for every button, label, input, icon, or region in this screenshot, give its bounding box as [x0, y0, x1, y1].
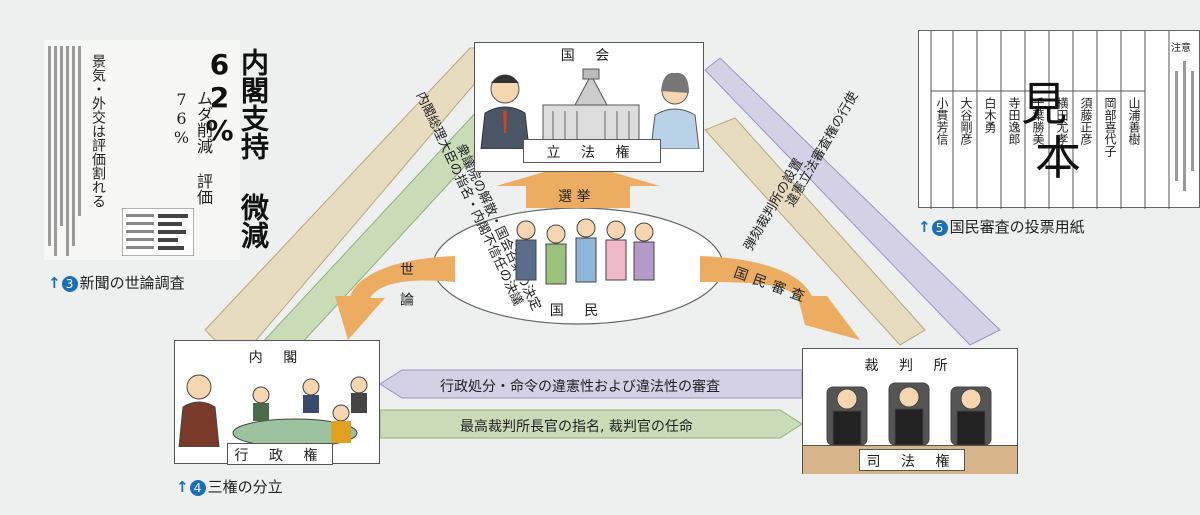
ballot-judge-name: 横田尤孝	[1055, 97, 1069, 145]
ballot-grid	[930, 31, 1194, 209]
ballot-sample-mark-2: 本	[1035, 131, 1081, 185]
newspaper-clipping: 景気・外交は評価割れる ムダ削減 評価76% 内閣支持 微減62%	[44, 40, 270, 260]
figure-number-badge: 3	[61, 276, 78, 292]
executive-box: 内 閣 行 政 権	[174, 340, 380, 465]
people-label: 国 民	[549, 303, 607, 319]
ballot-sample-mark-1: 見	[1021, 77, 1067, 131]
label-public-opinion: 世 論	[398, 262, 414, 306]
arrow-diet-to-court	[704, 117, 926, 346]
arrow-cabinet-to-court	[379, 409, 803, 439]
legislature-label: 立 法 権	[546, 145, 638, 161]
legislature-header: 国 会	[560, 48, 618, 64]
diagram-caption-text: 三権の分立	[207, 478, 283, 496]
ballot-judge-name: 寺田逸郎	[1007, 97, 1021, 145]
newspaper-column-text: 景気・外交は評価割れる	[90, 54, 106, 208]
executive-label: 行 政 権	[234, 448, 326, 464]
ballot-judge-name: 岡部喜代子	[1103, 97, 1117, 157]
up-arrow-icon: ↑	[918, 218, 931, 236]
ballot-notice: 注意	[1171, 43, 1191, 54]
cabinet-meeting-illustration	[178, 374, 368, 447]
judiciary-header: 裁 判 所	[864, 358, 956, 374]
executive-header: 内 閣	[248, 350, 306, 366]
diet-building-illustration	[480, 68, 700, 149]
judges-illustration	[826, 382, 992, 446]
judiciary-label-plate: 司 法 権	[859, 449, 965, 471]
people-illustration	[515, 218, 655, 285]
up-arrow-icon: ↑	[48, 274, 61, 292]
figure-number-badge: 4	[189, 480, 206, 496]
label-cabinet-to-court: 最高裁判所長官の指名, 裁判官の任命	[460, 419, 693, 435]
judiciary-box: 裁 判 所 司 法 権	[802, 348, 1018, 474]
arrow-national-review	[700, 256, 860, 340]
ballot-judge-name: 小貫芳信	[935, 97, 949, 145]
executive-label-plate: 行 政 権	[227, 443, 333, 465]
judiciary-label: 司 法 権	[866, 454, 958, 470]
figure-number-badge: 5	[931, 220, 948, 236]
arrow-public-opinion	[335, 256, 455, 340]
ballot-judge-name: 須藤正彦	[1079, 97, 1093, 145]
arrow-election	[496, 162, 660, 208]
arrow-court-to-diet	[704, 57, 1001, 346]
up-arrow-icon: ↑	[176, 478, 189, 496]
ballot-judge-name: 山浦善樹	[1127, 97, 1141, 145]
ballot-judge-name: 白木勇	[983, 97, 997, 133]
newspaper-caption-text: 新聞の世論調査	[79, 274, 185, 292]
label-election: 選 挙	[558, 189, 591, 205]
ballot-paper: 小貫芳信 大谷剛彦 白木勇 寺田逸郎 千葉勝美 横田尤孝 須藤正彦 岡部喜代子 …	[918, 30, 1200, 209]
legislature-label-plate: 立 法 権	[523, 139, 661, 163]
newspaper-text-lines	[48, 46, 81, 256]
newspaper-headline: 内閣支持 微減62%	[203, 48, 270, 249]
label-court-to-cabinet: 行政処分・命令の違憲性および違法性の審査	[440, 379, 720, 395]
ballot-caption-text: 国民審査の投票用紙	[949, 218, 1085, 236]
ballot-judge-name: 大谷剛彦	[959, 97, 973, 145]
newspaper-sub-headline: ムダ削減 評価76%	[172, 90, 213, 205]
newspaper-mini-table	[122, 208, 194, 256]
arrow-cabinet-to-diet	[258, 88, 506, 346]
ballot-judge-name: 千葉勝美	[1031, 97, 1045, 145]
legislature-box: 国 会 立 法 権	[474, 42, 704, 172]
